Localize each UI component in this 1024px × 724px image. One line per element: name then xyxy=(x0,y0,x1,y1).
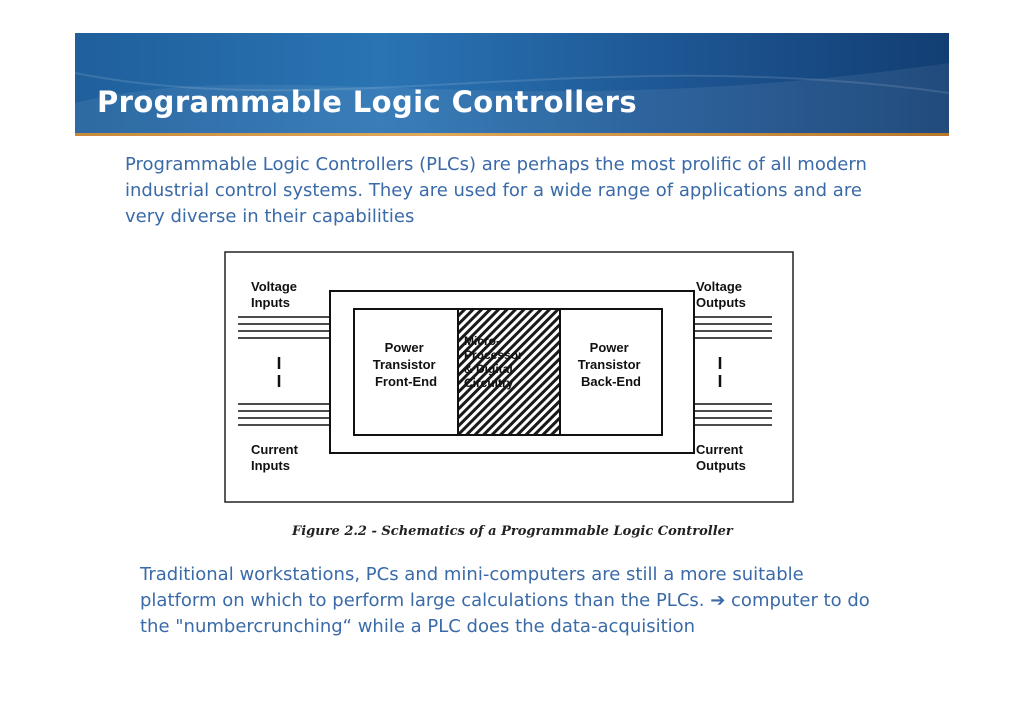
processor-block xyxy=(457,308,561,436)
current-inputs-label: Current Inputs xyxy=(251,442,302,473)
slide-header: Programmable Logic Controllers xyxy=(75,33,949,133)
front-end-block xyxy=(353,308,459,436)
voltage-outputs-label: Voltage Outputs xyxy=(696,279,746,310)
back-end-label: Power Transistor Back-End xyxy=(578,340,644,389)
slide-title: Programmable Logic Controllers xyxy=(97,85,638,119)
back-end-block xyxy=(559,308,663,436)
voltage-inputs-label: Voltage Inputs xyxy=(251,279,301,310)
header-divider xyxy=(75,133,949,136)
figure-caption: Figure 2.2 - Schematics of a Programmabl… xyxy=(292,524,733,539)
continuation-marks xyxy=(277,357,722,387)
processor-label: Micro- Processor & Digital Circuitry xyxy=(464,334,526,390)
output-lines xyxy=(694,316,772,426)
intro-paragraph: Programmable Logic Controllers (PLCs) ar… xyxy=(125,154,867,227)
input-lines xyxy=(238,316,330,426)
closing-paragraph: Traditional workstations, PCs and mini-c… xyxy=(140,564,870,637)
front-end-label: Power Transistor Front-End xyxy=(373,340,439,389)
current-outputs-label: Current Outputs xyxy=(696,442,747,473)
header-wave-decoration xyxy=(75,63,949,133)
plc-schematic: Voltage Inputs Voltage Outputs Current I… xyxy=(224,251,794,503)
